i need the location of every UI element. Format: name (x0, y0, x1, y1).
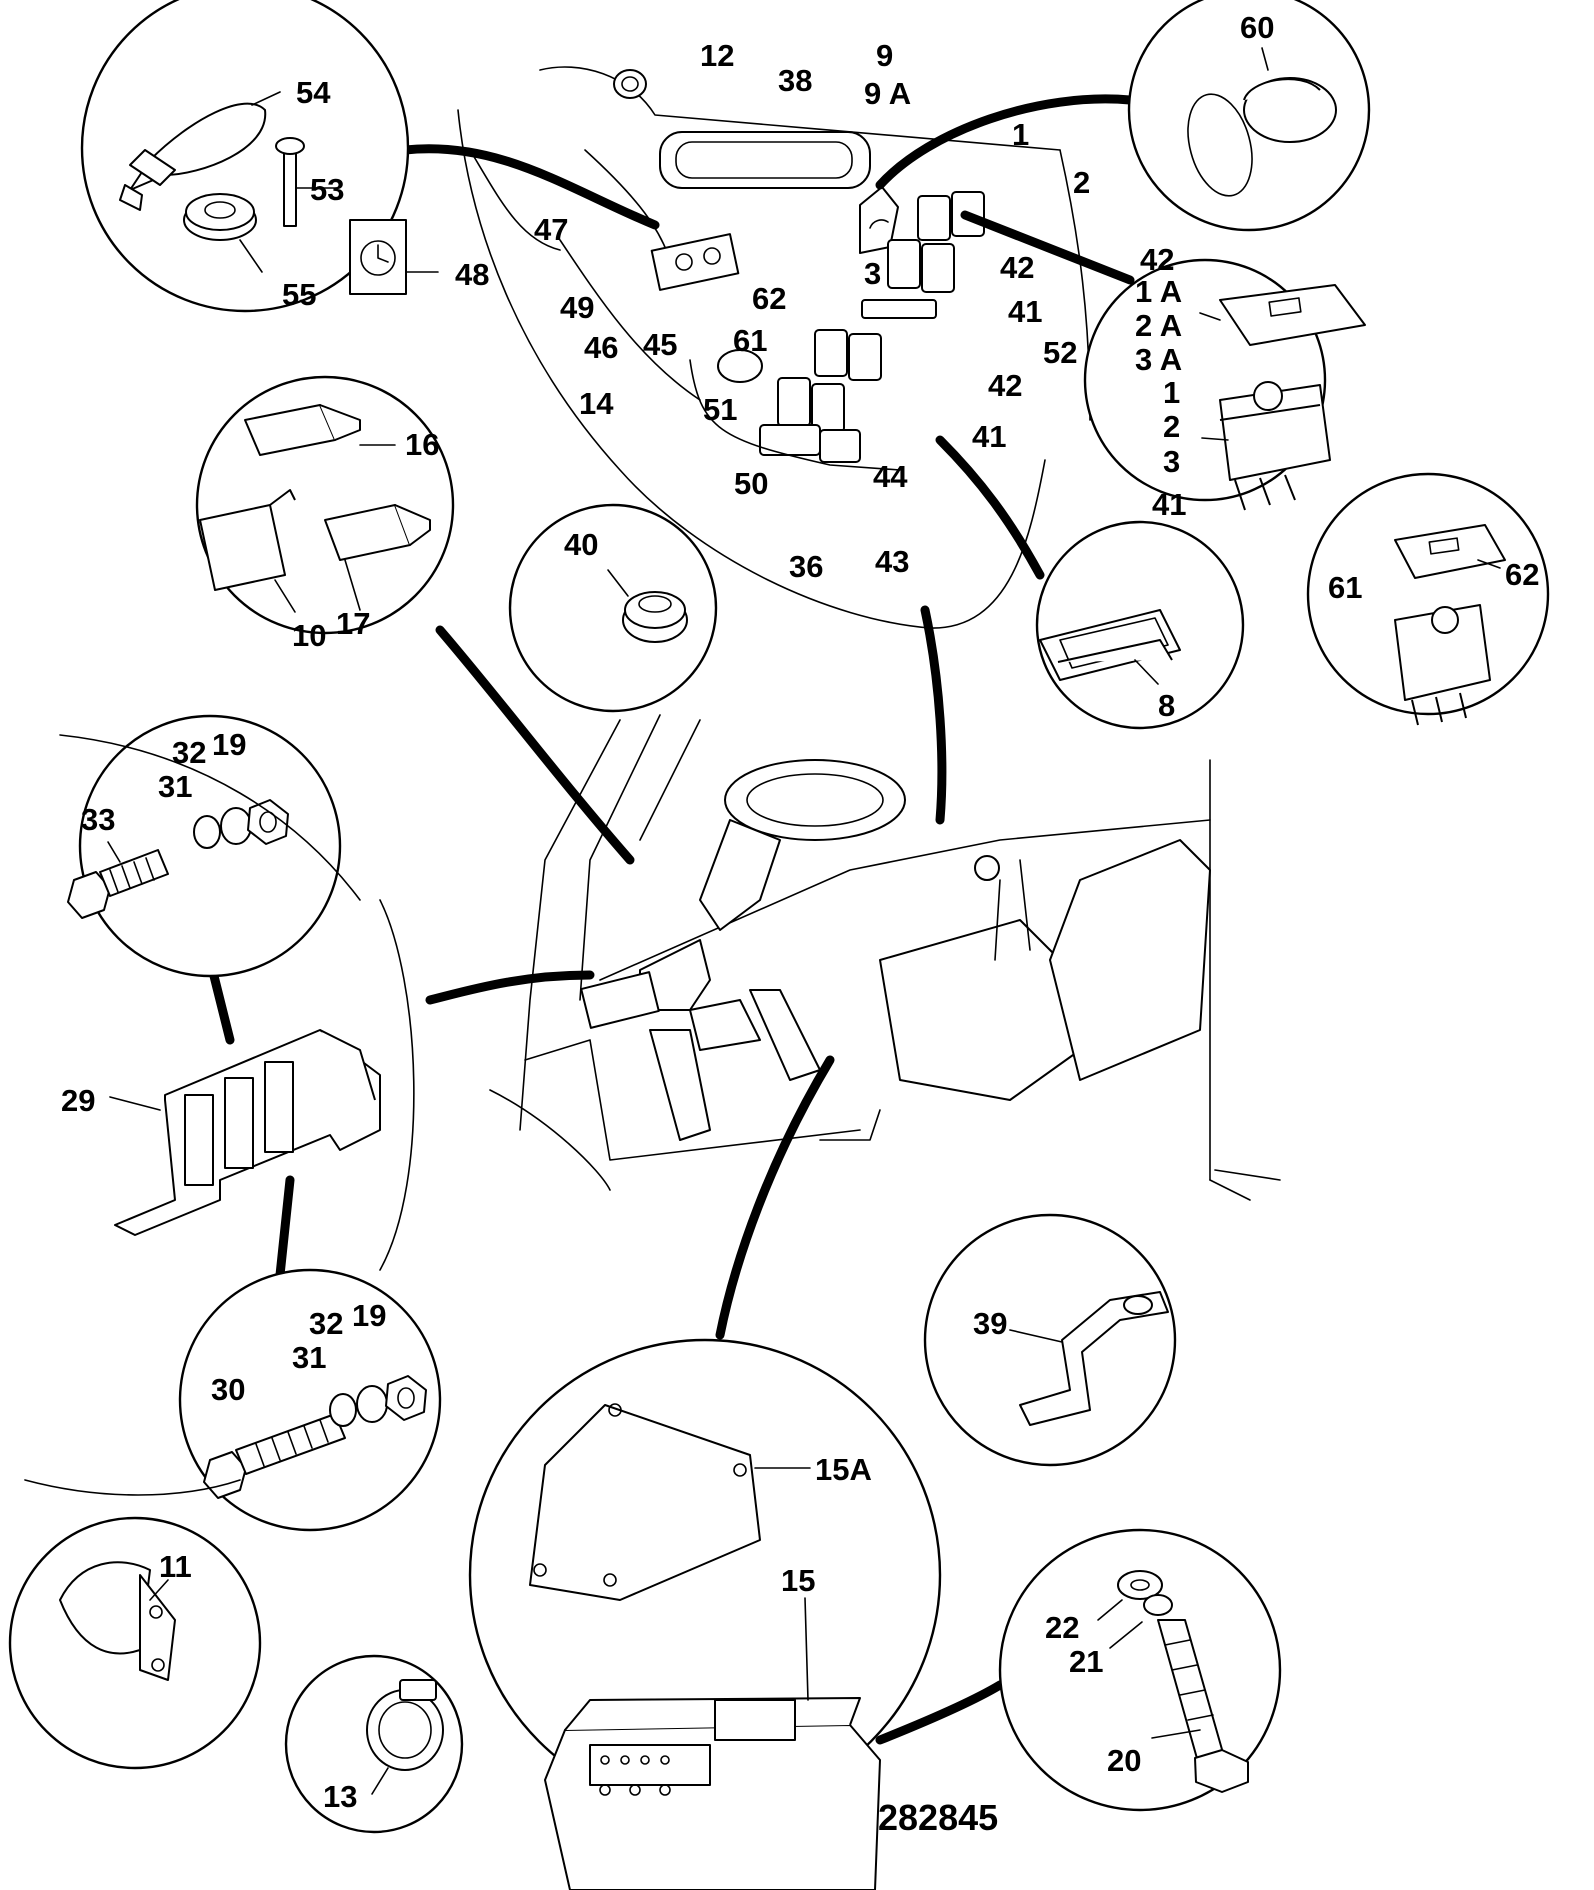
dashboard-drawing (457, 66, 1091, 629)
part-callout-l2: 2 (1073, 165, 1090, 200)
part-callout-l19b: 19 (352, 1298, 386, 1333)
detail-cap-circle (1127, 0, 1371, 232)
part-callout-l47: 47 (534, 212, 568, 247)
part-callout-l17: 17 (336, 606, 370, 641)
part-callout-r42: 42 (1140, 242, 1174, 277)
part-callout-l48: 48 (455, 257, 489, 292)
part-callout-r2: 2 (1163, 409, 1180, 444)
fuse-panel-29 (109, 1029, 381, 1236)
part-callout-l19a: 19 (212, 727, 246, 762)
part-callout-l61a: 61 (733, 323, 767, 358)
part-callout-l62a: 62 (752, 281, 786, 316)
part-callout-l22: 22 (1045, 1610, 1079, 1645)
detail-rocker-switch-circle (1083, 258, 1366, 511)
part-callout-l40: 40 (564, 527, 598, 562)
part-callout-l38: 38 (778, 63, 812, 98)
part-callout-l60: 60 (1240, 10, 1274, 45)
part-callout-l29: 29 (61, 1083, 95, 1118)
part-callout-l13: 13 (323, 1779, 357, 1814)
detail-bolt-nut-circle-top (67, 714, 342, 978)
part-callout-l32a: 32 (172, 735, 206, 770)
part-callout-l1: 1 (1012, 117, 1029, 152)
part-callout-l32b: 32 (309, 1306, 343, 1341)
part-callout-l21: 21 (1069, 1644, 1103, 1679)
part-callout-l9a: 9 A (864, 76, 911, 111)
part-callout-l39: 39 (973, 1306, 1007, 1341)
part-callout-l12: 12 (700, 38, 734, 73)
part-callout-r1: 1 (1163, 375, 1180, 410)
part-callout-l36: 36 (789, 549, 823, 584)
part-callout-r41: 41 (1152, 487, 1186, 522)
part-callout-l53: 53 (310, 172, 344, 207)
detail-connector-11-circle (8, 1516, 262, 1770)
drawing-number: 282845 (878, 1797, 998, 1838)
part-callout-r2a: 2 A (1135, 308, 1182, 343)
part-callout-l42b: 42 (988, 368, 1022, 403)
part-callout-l15: 15 (781, 1563, 815, 1598)
part-callout-l8: 8 (1158, 688, 1175, 723)
detail-cable-tie-circle (80, 0, 439, 313)
part-callout-l61b: 61 (1328, 570, 1362, 605)
part-callout-r3: 3 (1163, 444, 1180, 479)
part-callout-l41b: 41 (972, 419, 1006, 454)
detail-hose-clip-circle (284, 1654, 464, 1834)
detail-bolt-nut-circle-bottom (178, 1268, 442, 1532)
part-callout-l50: 50 (734, 466, 768, 501)
part-callout-l51: 51 (703, 392, 737, 427)
part-callout-l11: 11 (159, 1549, 192, 1584)
part-callout-l49: 49 (560, 290, 594, 325)
detail-ecu-circle (468, 1338, 942, 1890)
part-callout-l62b: 62 (1505, 557, 1539, 592)
detail-relay-fuse-circle (195, 375, 455, 635)
part-callout-l46: 46 (584, 330, 618, 365)
part-callout-l45: 45 (643, 327, 677, 362)
part-callout-l55: 55 (282, 277, 316, 312)
machine-cab-drawing (489, 714, 1281, 1201)
part-callout-l44: 44 (873, 459, 908, 494)
part-callout-l15a: 15A (815, 1452, 872, 1487)
part-callout-l14: 14 (579, 386, 614, 421)
detail-blank-cover-circle (1035, 520, 1245, 730)
part-callout-r1a: 1 A (1135, 274, 1182, 309)
part-callout-l20: 20 (1107, 1743, 1141, 1778)
part-callout-l9: 9 (876, 38, 893, 73)
part-callout-l54: 54 (296, 75, 331, 110)
part-callout-l16: 16 (405, 427, 439, 462)
part-callout-l30: 30 (211, 1372, 245, 1407)
connector-lines (205, 94, 1135, 1745)
decor-arcs (24, 734, 415, 1496)
part-callout-l52: 52 (1043, 335, 1077, 370)
part-callout-l31a: 31 (158, 769, 192, 804)
detail-bracket-39-circle (923, 1213, 1177, 1467)
part-callout-l43: 43 (875, 544, 909, 579)
part-callout-l3: 3 (864, 256, 881, 291)
detail-bolt-20-circle (998, 1528, 1282, 1812)
part-callout-l41a: 41 (1008, 294, 1042, 329)
detail-grommet-circle (508, 503, 718, 713)
part-callout-r3a: 3 A (1135, 342, 1182, 377)
part-callout-l31b: 31 (292, 1340, 326, 1375)
detail-switch-62-circle (1306, 472, 1550, 726)
part-callout-l42a: 42 (1000, 250, 1034, 285)
part-callout-l33: 33 (81, 802, 115, 837)
part-callout-l10: 10 (292, 618, 326, 653)
